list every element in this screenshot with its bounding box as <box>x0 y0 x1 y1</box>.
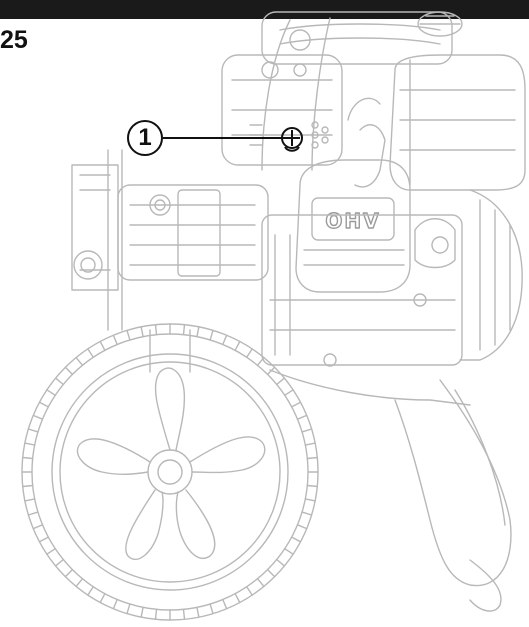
header-bar <box>0 0 529 19</box>
tread-tick <box>99 593 106 604</box>
tread-tick <box>256 578 265 588</box>
air-filter-housing <box>389 54 526 191</box>
tread-tick <box>182 608 186 620</box>
cylinder-head <box>295 159 411 293</box>
tread-tick <box>46 389 56 396</box>
frame-base <box>269 369 471 406</box>
tread-tick <box>296 524 308 530</box>
tread-tick <box>64 366 74 376</box>
tread-tick <box>234 593 241 604</box>
inlet-fitting <box>149 194 171 216</box>
tread-tick <box>306 456 318 460</box>
tread-tick <box>291 401 302 408</box>
tread-tick <box>301 428 313 433</box>
tread-tick <box>22 456 34 460</box>
crankcase <box>261 214 463 366</box>
wheel-hub <box>147 449 193 495</box>
tread-tick <box>99 340 106 351</box>
tread-tick <box>266 568 276 578</box>
tread-tick <box>301 511 313 516</box>
fuel-cap-icon <box>417 11 463 37</box>
pump-body <box>117 184 269 281</box>
tank-knob <box>289 29 311 51</box>
tread-tick <box>140 326 144 338</box>
ohv-badge <box>311 197 395 241</box>
engine-shroud <box>221 54 343 166</box>
tread-tick <box>140 606 144 618</box>
tread-tick <box>245 348 253 358</box>
throttle-linkage <box>354 124 386 188</box>
pump-manifold <box>71 164 119 291</box>
tread-tick <box>75 356 84 366</box>
ohv-badge-text: OHV <box>325 209 380 233</box>
tread-tick <box>32 414 44 420</box>
tread-tick <box>276 558 286 567</box>
fuel-tank <box>261 11 453 65</box>
tire-tread-ticks <box>21 323 319 621</box>
tread-tick <box>276 377 286 386</box>
tread-tick <box>54 377 64 386</box>
tread-tick <box>27 511 39 516</box>
tread-tick <box>46 548 56 555</box>
tread-tick <box>154 608 158 620</box>
tread-tick <box>222 598 228 610</box>
tread-tick <box>126 603 131 615</box>
callout-circle: 1 <box>127 120 163 156</box>
tread-tick <box>234 340 241 351</box>
frame-rear-leg-inner <box>454 389 506 526</box>
oil-fill <box>414 218 456 269</box>
tread-tick <box>304 442 316 446</box>
tread-tick <box>196 606 200 618</box>
frame-rear-leg <box>394 379 512 587</box>
frame-handle <box>261 17 331 171</box>
figure-number: 25 <box>0 26 28 54</box>
tread-tick <box>87 348 95 358</box>
wheel-spokes <box>76 367 266 561</box>
tread-tick <box>304 498 316 502</box>
tread-tick <box>87 586 95 596</box>
tread-tick <box>38 536 49 543</box>
tread-tick <box>22 484 34 488</box>
tread-tick <box>154 324 158 336</box>
tread-tick <box>222 334 228 346</box>
tread-tick <box>64 568 74 578</box>
tread-tick <box>256 356 265 366</box>
tread-tick <box>209 329 214 341</box>
frame-foot <box>469 559 502 612</box>
axle-bracket <box>149 329 191 373</box>
tread-tick <box>38 401 49 408</box>
tread-tick <box>196 326 200 338</box>
tread-tick <box>32 524 44 530</box>
tread-tick <box>126 329 131 341</box>
tread-tick <box>75 578 84 588</box>
tread-tick <box>296 414 308 420</box>
tread-tick <box>266 366 276 376</box>
tread-tick <box>24 498 36 502</box>
wheel-rim <box>51 353 289 591</box>
tread-tick <box>112 334 118 346</box>
tread-tick <box>291 536 302 543</box>
tread-tick <box>306 484 318 488</box>
tread-tick <box>112 598 118 610</box>
tread-tick <box>284 389 294 396</box>
tread-tick <box>284 548 294 555</box>
recoil-cover <box>459 189 523 361</box>
tread-tick <box>24 442 36 446</box>
outlet-fitting <box>73 250 103 280</box>
tread-tick <box>245 586 253 596</box>
frame-front-bar <box>107 149 123 331</box>
oil-drain-plug-icon <box>281 127 303 152</box>
callout-number: 1 <box>138 124 152 151</box>
tread-tick <box>54 558 64 567</box>
tread-tick <box>209 603 214 615</box>
tread-tick <box>27 428 39 433</box>
tread-tick <box>182 324 186 336</box>
